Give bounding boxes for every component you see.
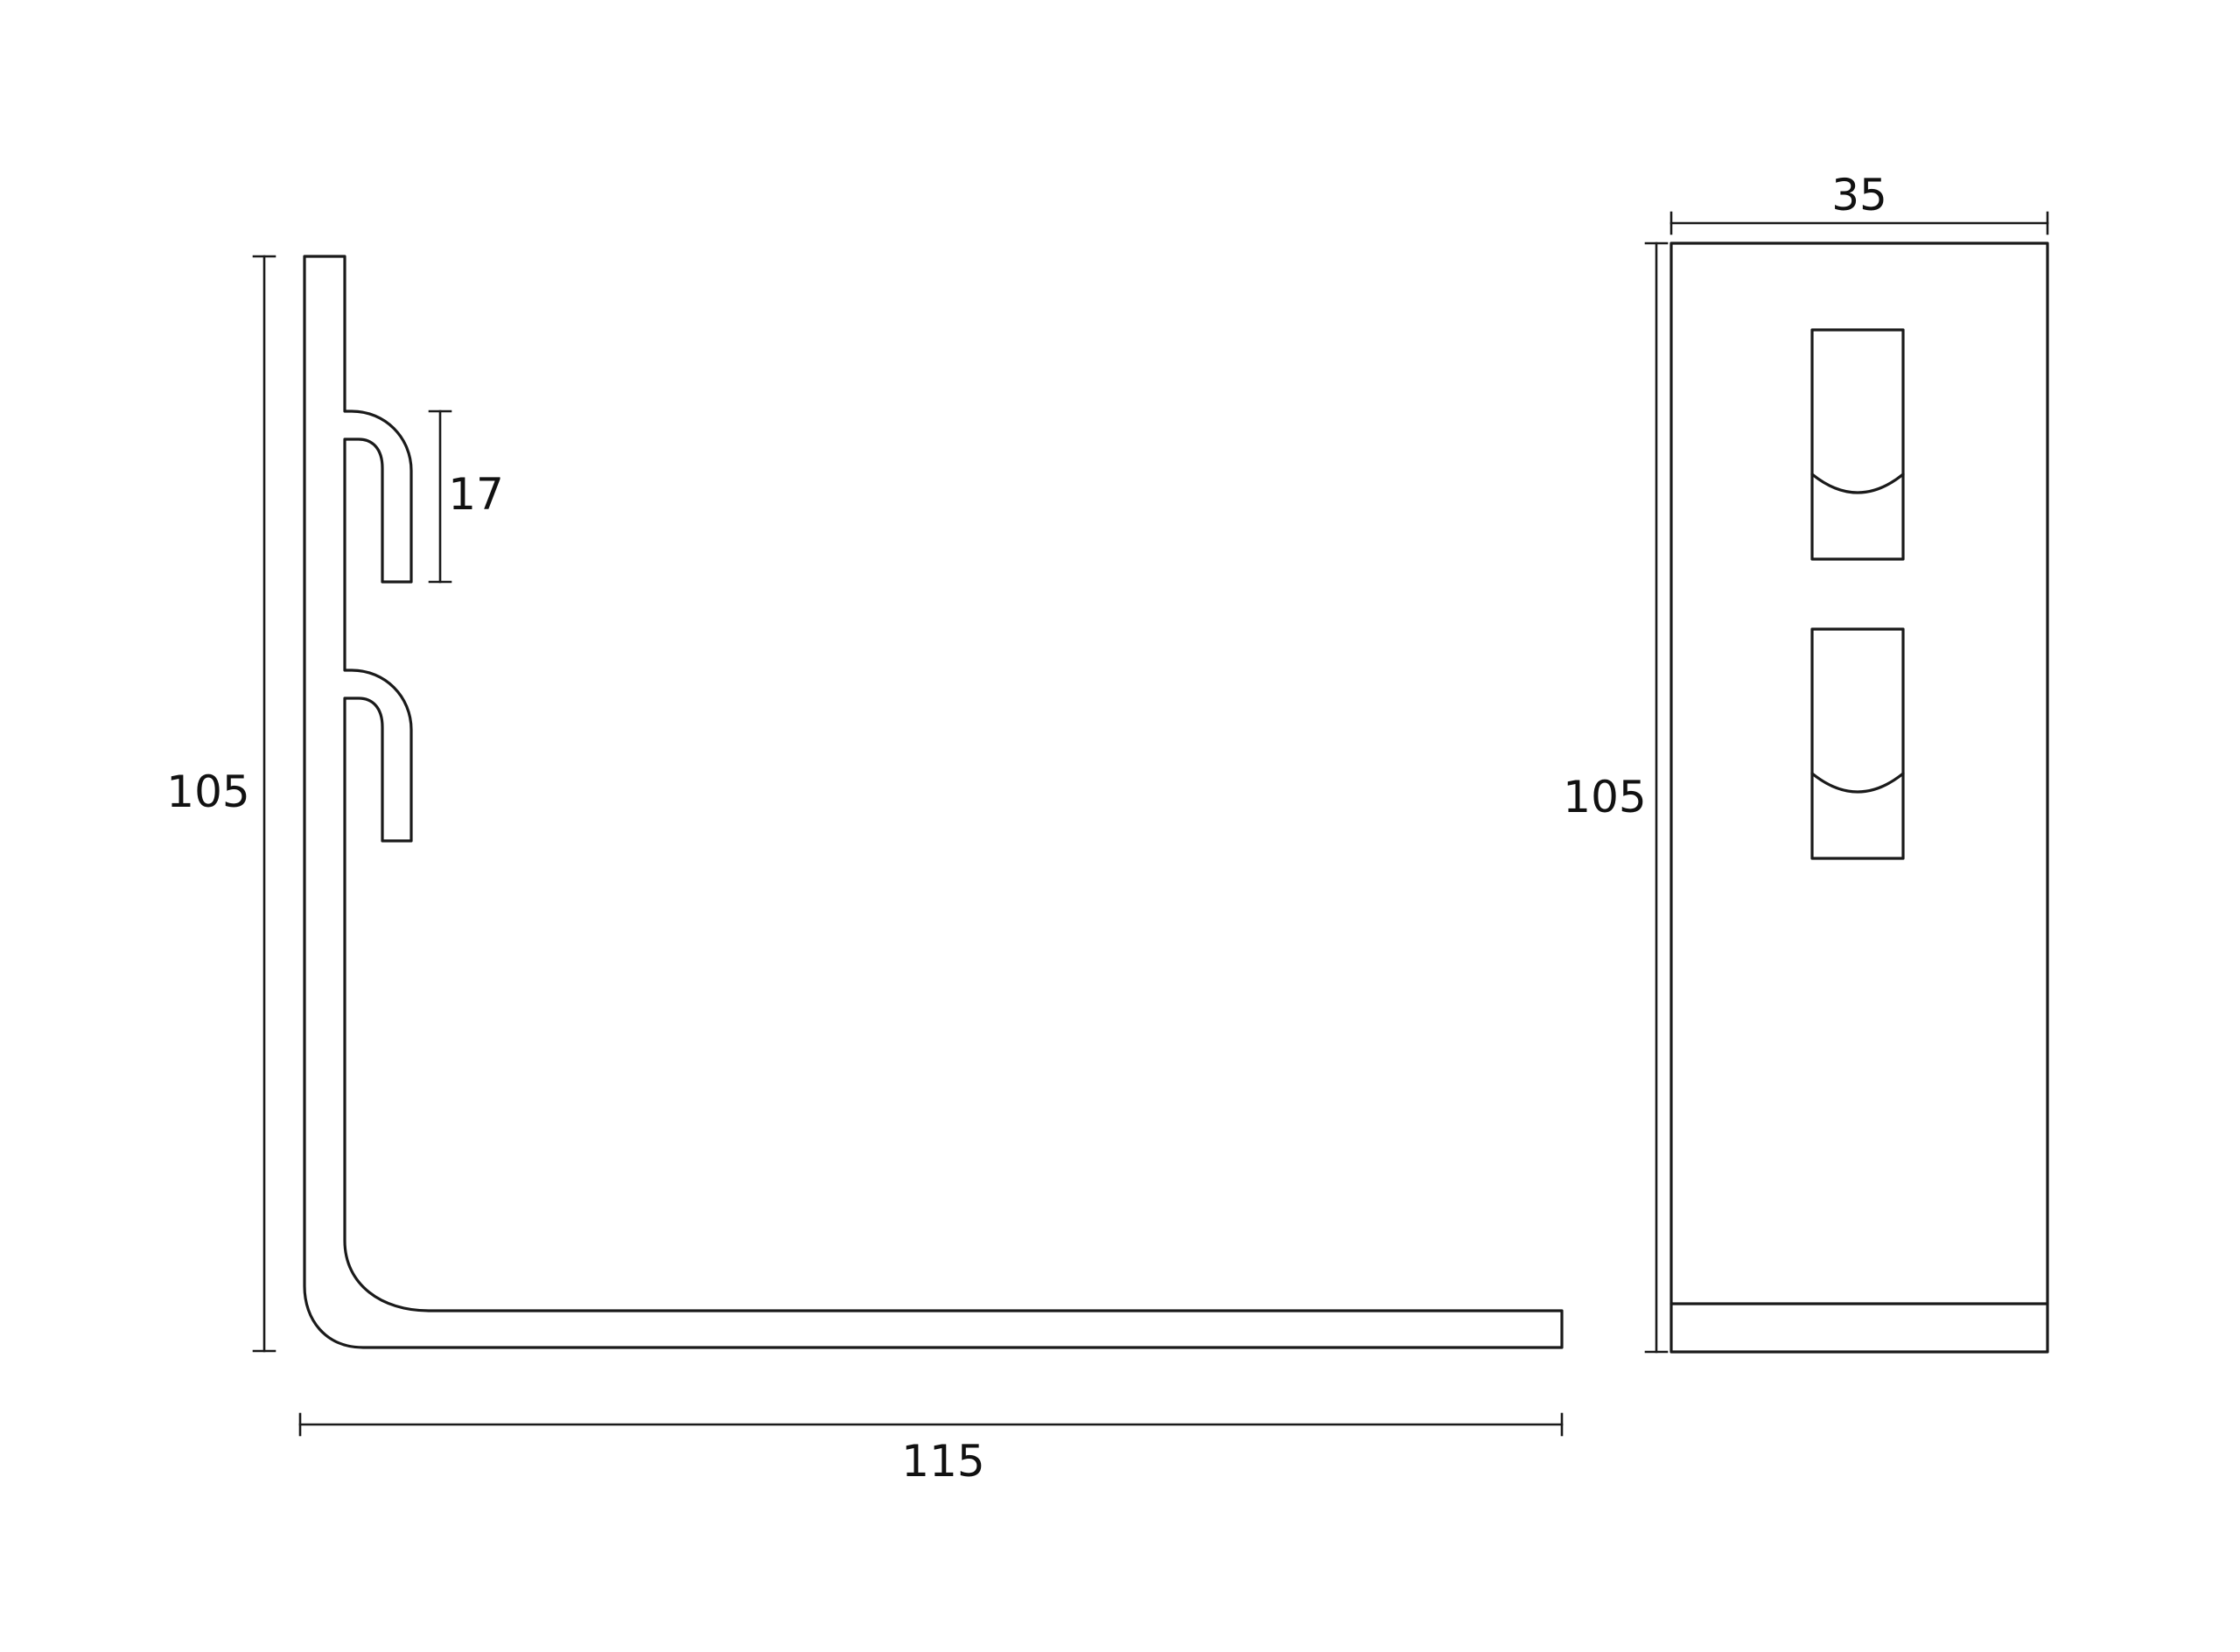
side-width-label: 115 — [901, 1436, 984, 1487]
front-plate-outline — [1670, 242, 2049, 1354]
front-height-dimension: 105 — [1563, 242, 1669, 1354]
lower-hook-slot — [1810, 627, 1905, 860]
upper-hook-slot — [1810, 328, 1905, 561]
side-height-dimension: 105 — [166, 255, 276, 1353]
slot-outline — [1810, 627, 1905, 860]
side-width-dimension: 115 — [298, 1412, 1564, 1487]
front-width-label: 35 — [1831, 170, 1887, 220]
front-height-label: 105 — [1563, 772, 1646, 822]
side-profile-outline — [303, 255, 1564, 1349]
slot-outline — [1810, 328, 1905, 561]
hook-curve — [1810, 472, 1905, 494]
hook-height-label: 17 — [448, 469, 504, 520]
front-view: 35 105 — [1563, 170, 2049, 1354]
side-view: 105 17 115 — [166, 255, 1564, 1487]
side-height-label: 105 — [166, 766, 249, 817]
front-width-dimension: 35 — [1670, 170, 2049, 235]
hook-height-dimension: 17 — [428, 410, 504, 584]
hook-curve — [1810, 772, 1905, 794]
